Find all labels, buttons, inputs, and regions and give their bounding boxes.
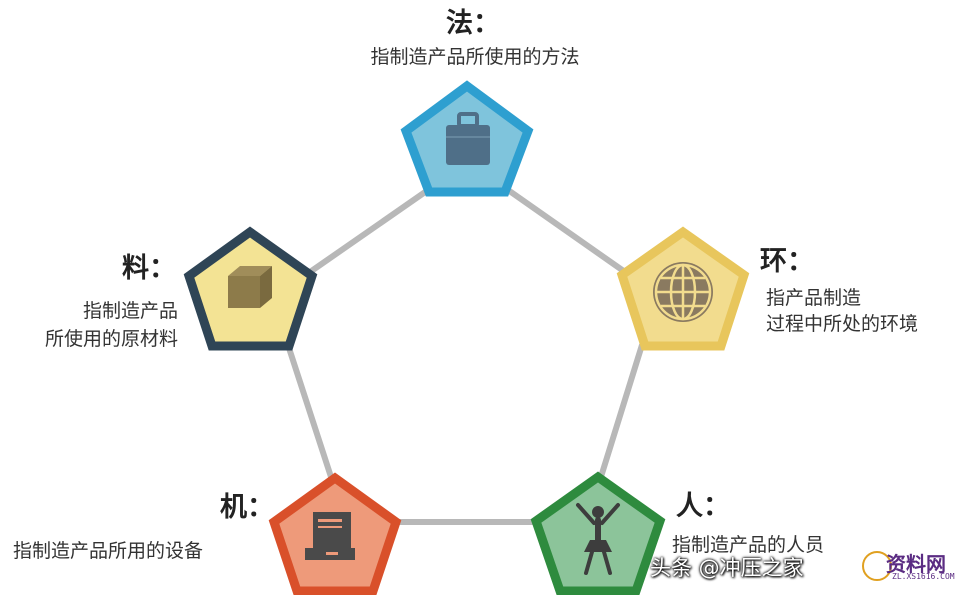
- connector-huan-ren: [597, 342, 645, 483]
- title-ji: 机：: [220, 492, 274, 523]
- logo-text: 资料网: [886, 552, 946, 576]
- globe-icon: [653, 262, 713, 322]
- box-icon: [228, 266, 272, 308]
- desc-ren: 指制造产品的人员: [672, 534, 825, 556]
- connector-fa-huan: [505, 187, 628, 275]
- connector-lines: [285, 187, 645, 525]
- node-fa: [400, 80, 534, 197]
- connector-ji-liao: [285, 342, 335, 483]
- title-liao: 料：: [122, 253, 176, 284]
- connector-liao-fa: [307, 187, 431, 275]
- node-huan: [616, 226, 750, 351]
- logo-circle-icon: [862, 551, 892, 581]
- briefcase-icon: [446, 112, 490, 165]
- node-ji: [268, 472, 402, 595]
- watermark-logo: 资料网 ZL.XS1616.COM: [862, 548, 967, 582]
- logo-url: ZL.XS1616.COM: [892, 572, 955, 581]
- desc-liao-line-2: 所使用的原材料: [44, 328, 178, 350]
- desc-ji: 指制造产品所用的设备: [13, 540, 204, 562]
- node-liao: [183, 226, 318, 351]
- title-ren: 人：: [676, 491, 730, 522]
- watermark-text: 头条 @冲压之家: [650, 556, 804, 580]
- computer-icon: [305, 512, 355, 560]
- title-huan: 环：: [760, 246, 814, 277]
- person-icon: [576, 503, 620, 575]
- title-fa: 法：: [446, 8, 500, 39]
- node-ren: [530, 471, 666, 595]
- desc-huan-line-1: 指产品制造: [766, 287, 862, 309]
- desc-huan-line-2: 过程中所处的环境: [766, 313, 919, 335]
- desc-liao-line-1: 指制造产品: [82, 300, 178, 322]
- desc-fa: 指制造产品所使用的方法: [370, 46, 580, 68]
